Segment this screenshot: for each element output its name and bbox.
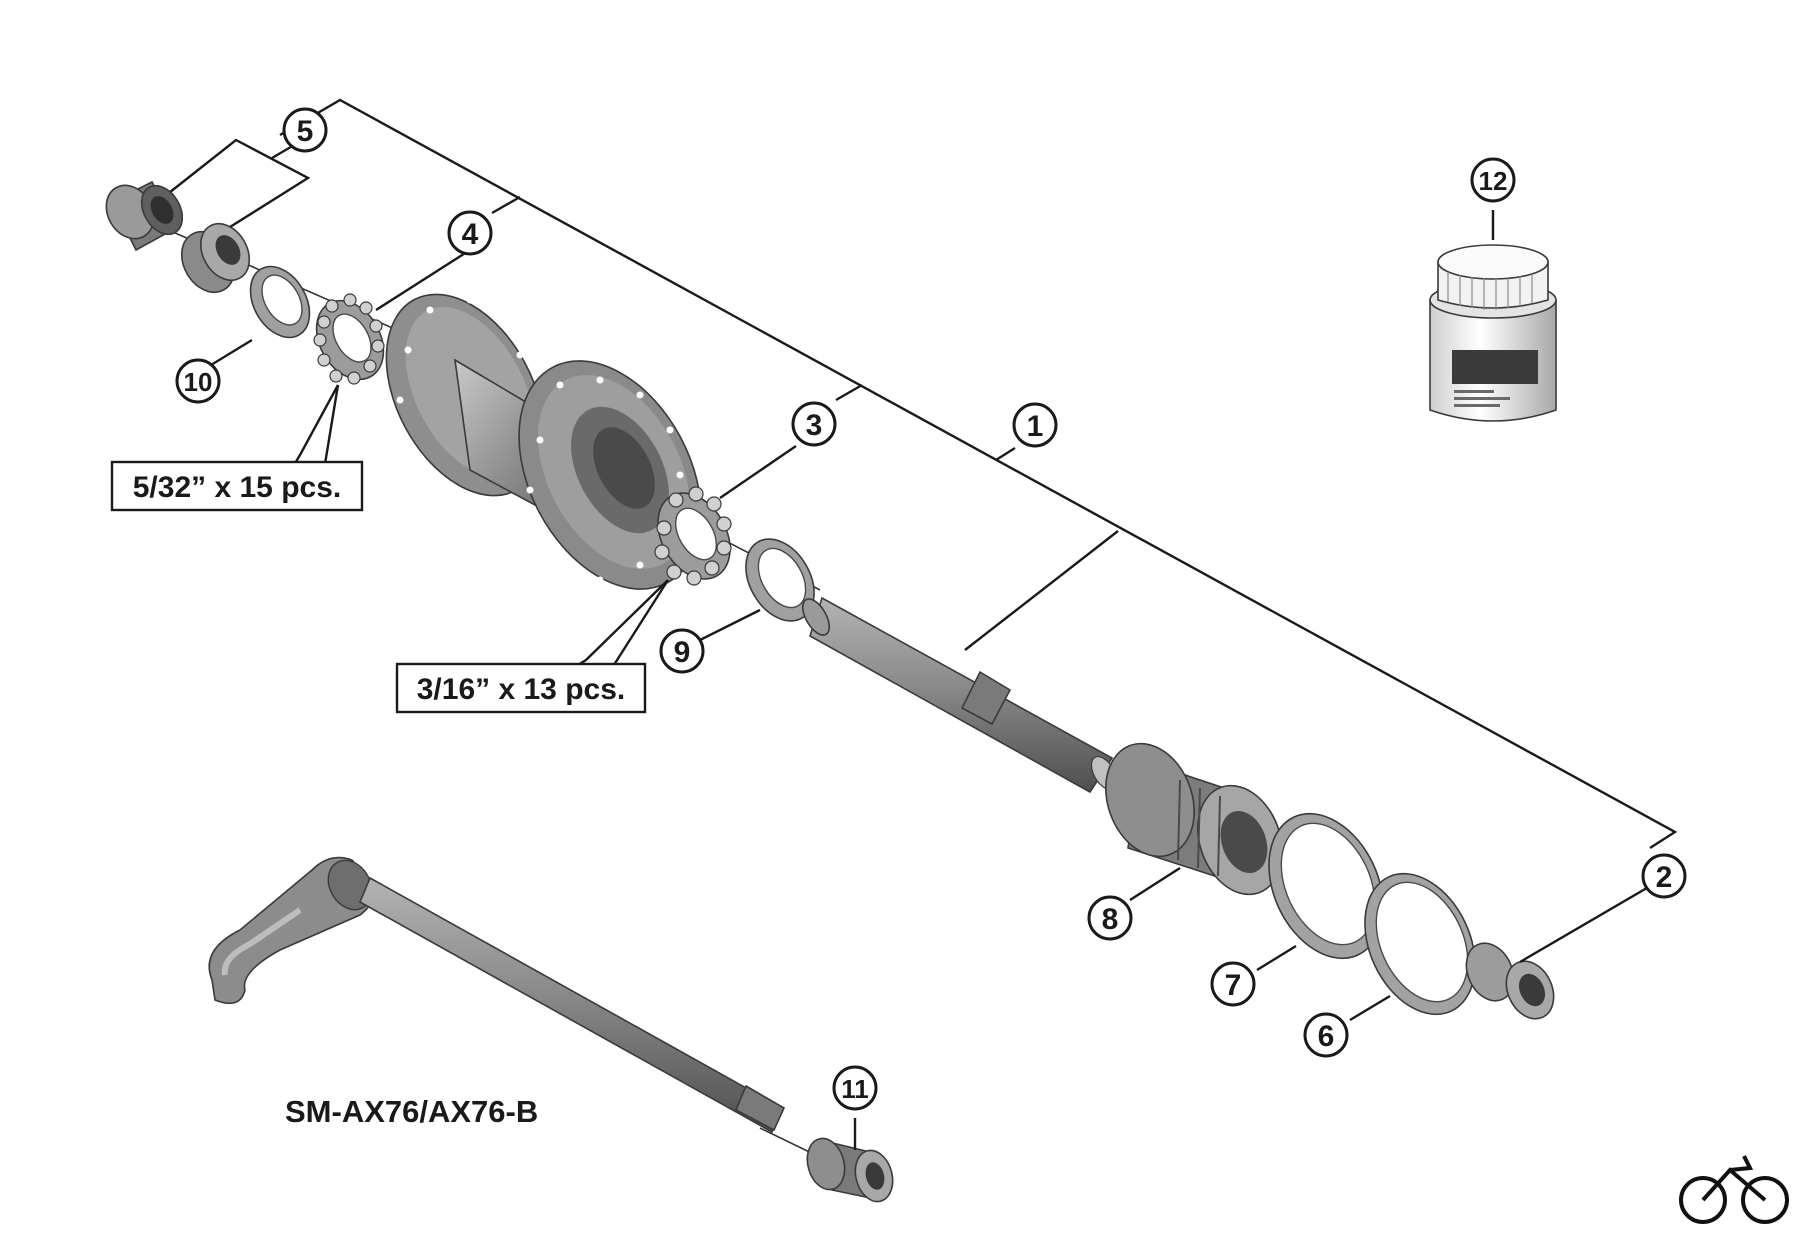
callout-1-label: 1 (1027, 410, 1044, 443)
callout-10: 10 (175, 358, 221, 404)
callout-9: 9 (659, 628, 705, 674)
part-2-end-cap (1465, 942, 1555, 1020)
callout-6: 6 (1303, 1012, 1349, 1058)
part-11-thru-axle (208, 856, 894, 1203)
callout-12: 12 (1470, 157, 1516, 203)
callout-8: 8 (1087, 895, 1133, 941)
callout-4-label: 4 (462, 218, 479, 251)
callout-11: 11 (832, 1065, 878, 1111)
callout-11-label: 11 (841, 1074, 869, 1104)
part5-bracket (159, 138, 311, 234)
callout-1: 1 (1012, 402, 1058, 448)
callout-4: 4 (447, 210, 493, 256)
part1-branch (995, 446, 1016, 462)
bicycle-icon (1679, 1155, 1789, 1224)
part-4-ball-retainer (313, 293, 385, 385)
callout-3-label: 3 (806, 409, 823, 442)
part-5-end-cap-inner (180, 222, 251, 293)
hub-axle (801, 596, 1118, 794)
callout-10-label: 10 (184, 367, 213, 397)
part-3-ball-retainer (654, 486, 732, 586)
note-large-balls-text: 3/16” x 13 pcs. (417, 673, 625, 706)
callout-7: 7 (1210, 961, 1256, 1007)
part4-branch (491, 195, 521, 215)
callout-5-label: 5 (297, 115, 314, 148)
bracket-lines (159, 98, 1678, 850)
note-large-balls: 3/16” x 13 pcs. (395, 662, 647, 714)
part-8-freehub-body (1105, 742, 1283, 896)
part-6-spacer (1364, 872, 1476, 1016)
axle-branch (964, 530, 1119, 651)
callout-5: 5 (282, 107, 328, 153)
jar-label-band (1452, 350, 1538, 384)
callout-2: 2 (1641, 853, 1687, 899)
part-10-washer (249, 265, 311, 339)
callout-7-label: 7 (1225, 969, 1242, 1002)
part-9-washer (745, 538, 815, 622)
part-5-end-cap-outer (105, 180, 184, 252)
part-12-grease-jar (1429, 244, 1557, 422)
callout-12-label: 12 (1479, 166, 1508, 196)
part3-branch (835, 383, 863, 402)
callout-8-label: 8 (1102, 903, 1119, 936)
part-7-spacer (1268, 812, 1384, 960)
hub-body (385, 293, 702, 590)
callout-2-label: 2 (1656, 861, 1673, 894)
note-small-balls: 5/32” x 15 pcs. (110, 460, 364, 512)
callout-leaders (210, 140, 1665, 1150)
note-small-balls-text: 5/32” x 15 pcs. (133, 471, 341, 504)
callout-3: 3 (791, 401, 837, 447)
callout-9-label: 9 (674, 636, 691, 669)
callout-6-label: 6 (1318, 1020, 1335, 1053)
model-label: SM-AX76/AX76-B (285, 1094, 538, 1129)
